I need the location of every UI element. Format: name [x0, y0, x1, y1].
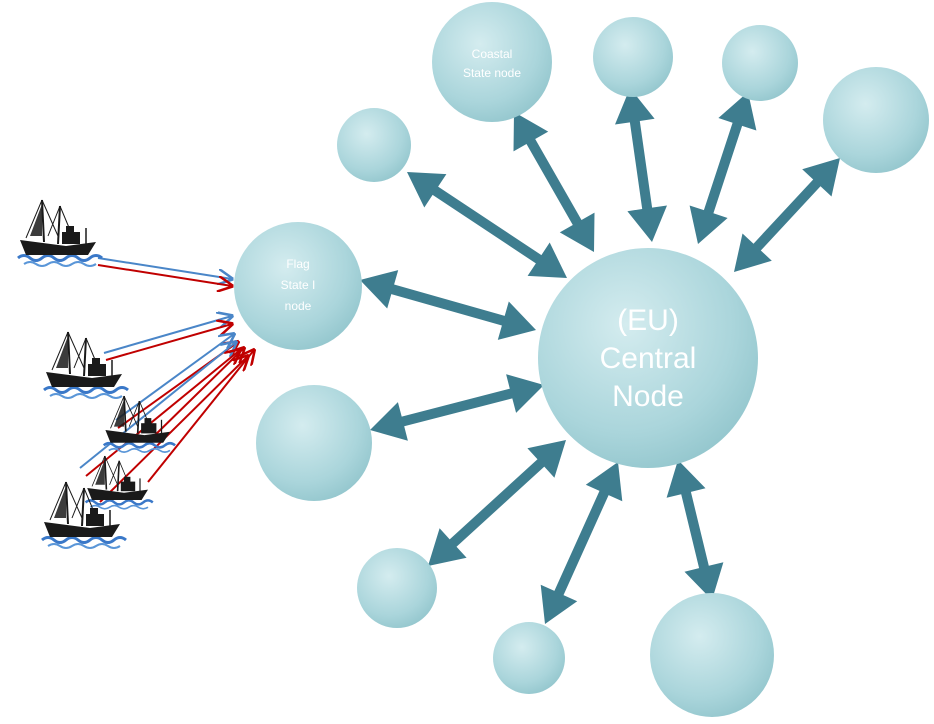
double-arrow-9	[540, 462, 623, 624]
flag-node-label-1: Flag	[286, 257, 309, 271]
double-arrow-4	[689, 92, 757, 244]
fishing-vessel-icon	[102, 394, 177, 454]
double-arrow-3	[615, 88, 667, 242]
hub-arrows	[360, 88, 840, 624]
fishing-vessel-icon	[16, 198, 104, 268]
flag-state-node	[234, 222, 362, 350]
central-node-label-1: (EU)	[617, 304, 679, 337]
double-arrow-1	[407, 172, 567, 278]
node-bottom-left	[357, 548, 437, 628]
flag-node-label-2: State I	[281, 278, 316, 292]
node-left-lower	[256, 385, 372, 501]
double-arrow-6	[360, 270, 536, 340]
double-arrow-5	[734, 158, 840, 272]
double-arrow-2	[513, 112, 595, 252]
central-node-label-2: Central	[600, 342, 697, 375]
coastal-node-label-2: State node	[463, 66, 521, 80]
double-arrow-8	[428, 440, 566, 566]
central-node-label-3: Node	[612, 380, 684, 413]
node-top-a	[593, 17, 673, 97]
node-bottom-right	[650, 593, 774, 717]
satellite-nodes	[234, 2, 929, 717]
coastal-state-node	[432, 2, 552, 122]
fishing-vessel-icon	[42, 330, 130, 400]
node-small-left	[337, 108, 411, 182]
node-right	[823, 67, 929, 173]
double-arrow-7	[370, 374, 544, 441]
double-arrow-10	[666, 460, 724, 600]
central-node	[538, 248, 758, 468]
node-top-b	[722, 25, 798, 101]
node-bottom-mid	[493, 622, 565, 694]
coastal-node-label-1: Coastal	[472, 47, 513, 61]
flag-node-label-3: node	[285, 299, 312, 313]
